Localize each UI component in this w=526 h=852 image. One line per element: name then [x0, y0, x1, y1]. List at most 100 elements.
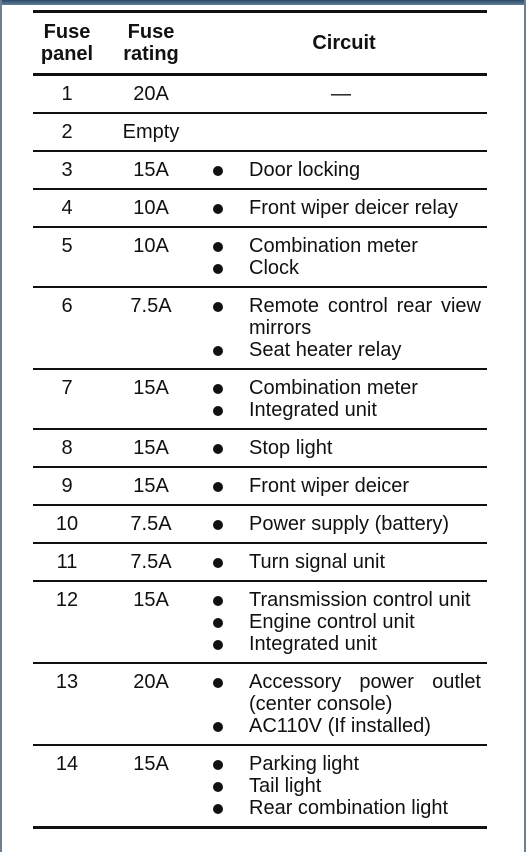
window-left-border	[0, 0, 2, 852]
circuit-list: Turn signal unit	[201, 551, 481, 573]
list-item: Combination meter	[201, 377, 481, 399]
circuit-name: Engine control unit	[249, 611, 415, 633]
list-item: Remote control rear view mirrors	[201, 295, 481, 339]
fuse-rating-value: 15A	[101, 151, 201, 190]
bullet-icon	[213, 482, 223, 492]
circuit-name: Accessory power outlet (center console)	[249, 671, 481, 715]
circuit-cell: Front wiper deicer	[201, 467, 487, 506]
list-item: Door locking	[201, 159, 481, 181]
fuse-rating-value: 10A	[101, 227, 201, 288]
fuse-panel-number: 5	[33, 227, 101, 288]
circuit-cell: Door locking	[201, 151, 487, 190]
table-header-row: Fuse panel Fuse rating Circuit	[33, 11, 487, 76]
list-item: Tail light	[201, 775, 481, 797]
fuse-rating-value: 15A	[133, 753, 169, 775]
list-item: Front wiper deicer relay	[201, 197, 481, 219]
window-top-border	[0, 0, 526, 5]
circuit-name: AC110V (If installed)	[249, 715, 431, 737]
circuit-name: Integrated unit	[249, 399, 377, 421]
circuit-name: Parking light	[249, 753, 360, 775]
circuit-cell: Front wiper deicer relay	[201, 189, 487, 228]
bullet-icon	[213, 804, 223, 814]
circuit-cell: Turn signal unit	[201, 543, 487, 582]
circuit-name: Power supply (battery)	[249, 513, 450, 535]
circuit-name: Transmission control unit	[249, 589, 471, 611]
bullet-icon	[213, 302, 223, 312]
bullet-icon	[213, 760, 223, 770]
bullet-icon	[213, 596, 223, 606]
bullet-icon	[213, 722, 223, 732]
list-item: Engine control unit	[201, 611, 481, 633]
fuse-panel-number: 8	[33, 429, 101, 468]
circuit-name: Door locking	[249, 159, 361, 181]
bullet-icon	[213, 558, 223, 568]
fuse-panel-number: 7	[33, 369, 101, 430]
circuit-cell: Accessory power outlet (center console)A…	[201, 663, 487, 746]
fuse-rating-value: 7.5A	[101, 505, 201, 544]
list-item: Clock	[201, 257, 481, 279]
circuit-list: Front wiper deicer relay	[201, 197, 481, 219]
bullet-icon	[213, 264, 223, 274]
fuse-panel-number: 1	[33, 74, 101, 114]
bullet-icon	[213, 444, 223, 454]
fuse-panel-number: 3	[33, 151, 101, 190]
bullet-icon	[213, 520, 223, 530]
circuit-name: Remote control rear view mirrors	[249, 295, 481, 339]
list-item: Accessory power outlet (center console)	[201, 671, 481, 715]
list-item: Stop light	[201, 437, 481, 459]
fuse-rating-value: 15A	[101, 429, 201, 468]
circuit-name: Stop light	[249, 437, 333, 459]
list-item: Integrated unit	[201, 399, 481, 421]
circuit-name: Tail light	[249, 775, 322, 797]
list-item: Turn signal unit	[201, 551, 481, 573]
header-fuse-panel: Fuse panel	[33, 11, 101, 76]
circuit-name: Front wiper deicer relay	[249, 197, 458, 219]
circuit-list: Door locking	[201, 159, 481, 181]
fuse-rating-value: 20A	[101, 663, 201, 746]
circuit-list: Accessory power outlet (center console)A…	[201, 671, 481, 737]
circuit-cell: —	[201, 74, 487, 114]
fuse-rating-value: 15A	[101, 369, 201, 430]
fuse-panel-number: 13	[33, 663, 101, 746]
bullet-icon	[213, 640, 223, 650]
bullet-icon	[213, 384, 223, 394]
circuit-name: Combination meter	[249, 377, 418, 399]
fuse-panel-number: 4	[33, 189, 101, 228]
list-item: Transmission control unit	[201, 589, 481, 611]
fuse-rating-value: 7.5A	[101, 543, 201, 582]
header-circuit: Circuit	[201, 11, 487, 76]
circuit-cell: Stop light	[201, 429, 487, 468]
fuse-panel-number: 12	[33, 581, 101, 664]
list-item: Power supply (battery)	[201, 513, 481, 535]
fuse-panel-number: 9	[33, 467, 101, 506]
circuit-name: Rear combination light	[249, 797, 448, 819]
fuse-rating-value: 20A	[101, 74, 201, 114]
circuit-cell	[201, 113, 487, 152]
circuit-list: Power supply (battery)	[201, 513, 481, 535]
list-item: AC110V (If installed)	[201, 715, 481, 737]
window-right-border	[524, 0, 526, 852]
circuit-name: Integrated unit	[249, 633, 377, 655]
fuse-rating-value: 15A	[101, 581, 201, 664]
fuse-panel-number: 11	[33, 543, 101, 582]
fuse-panel-number: 6	[33, 287, 101, 370]
fuse-panel-number: 2	[33, 113, 101, 152]
fuse-panel-number: 10	[33, 505, 101, 544]
list-item: Combination meter	[201, 235, 481, 257]
